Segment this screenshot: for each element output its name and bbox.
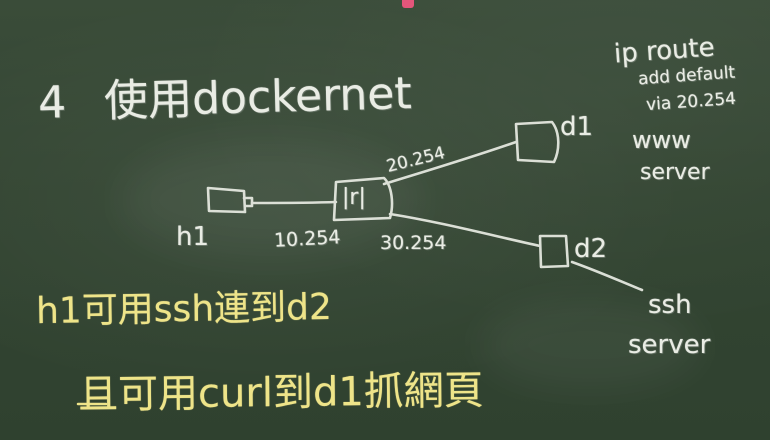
chalk-smudge	[480, 300, 700, 390]
router-r1-box	[332, 176, 394, 222]
d2-role-line-2: server	[628, 330, 711, 360]
chalk-smudge	[120, 140, 420, 260]
board-title: 4 使用dockernet	[37, 57, 413, 131]
pink-magnet	[402, 0, 414, 8]
d1-role-line-1: www	[632, 126, 691, 154]
label-h1: h1	[176, 222, 210, 252]
label-r1: |r|	[342, 185, 366, 210]
container-d1-box	[514, 120, 560, 164]
link-r1-d1	[382, 140, 518, 186]
address-r1-h1: 10.254	[273, 226, 342, 252]
title-text: 使用dockernet	[103, 68, 413, 128]
container-d2-box	[538, 234, 570, 269]
d2-role-line-1: ssh	[648, 290, 692, 320]
label-d1: d1	[560, 112, 594, 142]
d1-role-line-2: server	[640, 160, 710, 185]
title-number: 4	[37, 77, 67, 129]
task-line-1: h1可用ssh連到d2	[35, 286, 333, 333]
link-r1-d2	[388, 212, 542, 248]
address-r1-d2: 30.254	[380, 232, 447, 254]
label-d2: d2	[574, 234, 608, 264]
host-h1-box	[206, 186, 247, 214]
task-line-2: 且可用curl到d1抓網頁	[77, 367, 485, 419]
link-h1-r1	[250, 200, 338, 205]
link-d2-ssh	[570, 260, 644, 292]
